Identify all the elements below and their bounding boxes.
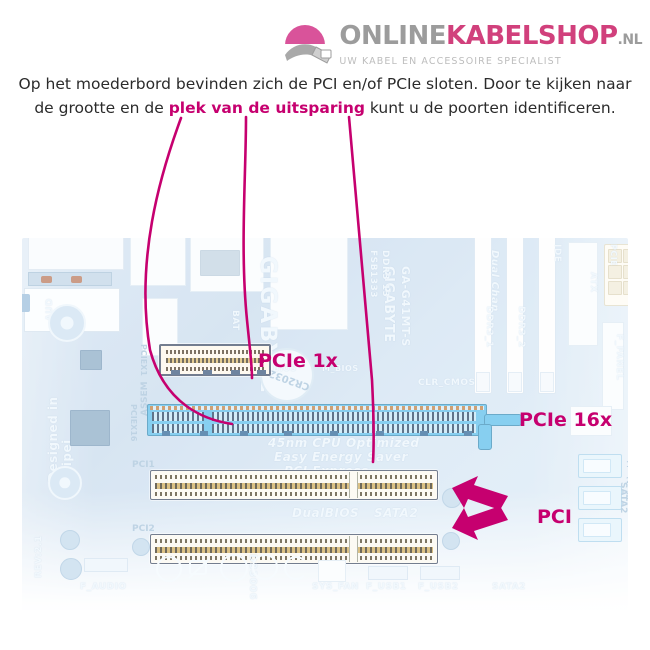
pci-double-arrow-icon bbox=[452, 476, 508, 540]
mosfet-row bbox=[200, 250, 240, 276]
sata-port-2[interactable] bbox=[578, 486, 622, 510]
silk-dualbios: DualBIOS bbox=[292, 506, 360, 520]
silk-ddr: DDR3 13 bbox=[380, 250, 390, 298]
cable-plug-icon bbox=[283, 25, 336, 68]
logo-tagline: UW KABEL EN ACCESSOIRE SPECIALIST bbox=[339, 56, 562, 67]
silk-m-bios: M_BIOS bbox=[322, 364, 359, 373]
site-logo[interactable]: ONLINEKABELSHOP.NL UW KABEL EN ACCESSOIR… bbox=[283, 23, 643, 68]
silk-ddr3-2: DDR3_2 bbox=[516, 306, 526, 348]
regulatory-mark-1 bbox=[156, 556, 182, 582]
capacitor-bottom-3 bbox=[442, 532, 460, 550]
sata-port-1[interactable] bbox=[578, 454, 622, 478]
silk-marketing-energy: Easy Energy Saver bbox=[274, 450, 408, 464]
silk-rev: REV:2.1 bbox=[34, 535, 44, 578]
header-f-usb2[interactable] bbox=[420, 566, 460, 580]
sata-port-3[interactable] bbox=[578, 518, 622, 542]
io-shield-top bbox=[28, 238, 124, 270]
silk-marketing-45nm: 45nm CPU Optimized bbox=[268, 436, 420, 450]
sys-fan-header[interactable] bbox=[318, 560, 346, 582]
pci-slot-1[interactable] bbox=[150, 470, 438, 500]
pcie-x1-slot[interactable] bbox=[159, 344, 271, 376]
sata-power-area bbox=[570, 406, 612, 436]
callout-label-pcie-1x: PCIe 1x bbox=[258, 350, 338, 372]
silk-f-usb2: F_USB2 bbox=[418, 582, 459, 592]
callout-label-pcie-16x: PCIe 16x bbox=[519, 409, 613, 431]
silk-sata2-text: SATA2 bbox=[374, 506, 419, 520]
pcie-x16-lever-arm[interactable] bbox=[478, 424, 492, 450]
power-choke-ring bbox=[48, 466, 82, 500]
dimm-slot-3[interactable] bbox=[538, 238, 556, 394]
headline-text-before: Op het moederbord bevinden zich de PCI e… bbox=[18, 75, 632, 117]
power-mark bbox=[252, 554, 278, 580]
heatsink-1 bbox=[130, 238, 186, 286]
pcie-x16-retention-lever[interactable] bbox=[484, 414, 522, 426]
logo-word-kabelshop: KABELSHOP bbox=[445, 21, 618, 51]
silk-model: GA-G41MT-S bbox=[399, 266, 412, 347]
pb-free-mark bbox=[220, 554, 248, 582]
silk-atx: ATX bbox=[588, 272, 598, 293]
headline-emphasis: plek van de uitsparing bbox=[168, 99, 365, 117]
silk-sys-fan: SYS_FAN bbox=[312, 582, 360, 592]
ide-connector[interactable] bbox=[568, 242, 598, 346]
silk-sata2-bottom: SATA2 bbox=[492, 582, 526, 592]
capacitor-a bbox=[60, 530, 80, 550]
capacitor-bottom-1 bbox=[132, 538, 150, 556]
header-front-audio bbox=[84, 558, 128, 572]
pcie-x16-slot[interactable] bbox=[147, 404, 487, 436]
wee-mark bbox=[186, 556, 212, 582]
ce-mark bbox=[284, 556, 308, 580]
silk-pcie-right: PCIE bbox=[609, 244, 618, 267]
page-headline: Op het moederbord bevinden zich de PCI e… bbox=[0, 72, 650, 120]
io-port-blue bbox=[22, 294, 30, 312]
audio-codec-ring bbox=[48, 304, 86, 342]
silk-bat: BAT bbox=[230, 310, 240, 331]
silk-f-audio: F_AUDIO bbox=[80, 582, 127, 592]
silk-ddr3-1: DDR3_1 bbox=[484, 306, 494, 348]
dimm-slot-2[interactable] bbox=[506, 238, 524, 394]
atx-power-connector[interactable] bbox=[604, 244, 628, 306]
logo-word-online: ONLINE bbox=[339, 21, 446, 51]
silk-pci1: PCI1 bbox=[132, 460, 155, 470]
silk-f-usb1: F_USB1 bbox=[366, 582, 407, 592]
silk-ide: IDE bbox=[552, 244, 562, 263]
io-connector-bar bbox=[28, 272, 112, 286]
northbridge-heatsink bbox=[270, 238, 348, 330]
headline-text-after: kunt u de poorten identificeren. bbox=[364, 99, 616, 117]
callout-label-pci: PCI bbox=[537, 506, 572, 528]
silk-f-panel: F_PANEL bbox=[614, 334, 624, 381]
silk-clr-cmos: CLR_CMOS bbox=[418, 378, 476, 388]
silk-fsb: FSB1333 bbox=[368, 250, 378, 299]
silk-pcie-x1-name: PCIEX1 bbox=[139, 344, 148, 376]
silk-sata-num-3: 3 bbox=[626, 492, 628, 501]
logo-wordmark: ONLINEKABELSHOP.NL bbox=[339, 23, 642, 53]
logo-tld: .NL bbox=[617, 32, 643, 48]
capacitor-b bbox=[60, 558, 82, 580]
silk-pcie-x16-name: PCIEX16 bbox=[129, 404, 138, 442]
silk-b-bios: B_BIOS bbox=[262, 364, 297, 373]
header-f-usb1[interactable] bbox=[368, 566, 408, 580]
southbridge-chip bbox=[70, 410, 110, 446]
dimm-slot-1[interactable] bbox=[474, 238, 492, 394]
small-chip-left bbox=[80, 350, 102, 370]
silk-sata-num-2: 2 bbox=[626, 476, 628, 485]
silk-pci2: PCI2 bbox=[132, 524, 155, 534]
silk-dual-channel: Dual Chan bbox=[489, 250, 500, 312]
silk-sata-num-1: 1 bbox=[626, 460, 628, 469]
front-panel-header[interactable] bbox=[602, 322, 624, 410]
